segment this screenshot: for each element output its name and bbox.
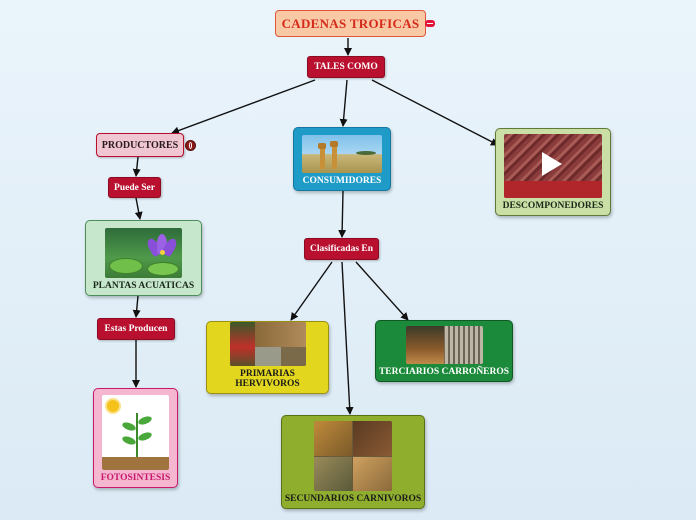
secundarios-carnivoros-label: SECUNDARIOS CARNIVOROS xyxy=(284,494,422,504)
consumidores-label: CONSUMIDORES xyxy=(302,176,382,186)
scavengers-collage-image xyxy=(405,326,483,364)
edge-clasificadas-to-secundarios xyxy=(341,261,354,415)
tales-como-node[interactable]: TALES COMO xyxy=(307,56,385,78)
carnivores-collage-image xyxy=(314,421,392,491)
productores-label: PRODUCTORES xyxy=(101,139,179,151)
terciarios-carroneros-label: TERCIARIOS CARROÑEROS xyxy=(378,367,510,377)
edge-plantas-to-estas xyxy=(132,295,141,318)
secundarios-carnivoros-card[interactable]: SECUNDARIOS CARNIVOROS xyxy=(281,415,425,509)
descomponedores-label: DESCOMPONEDORES xyxy=(502,201,604,211)
collapse-toggle-icon[interactable] xyxy=(425,20,435,27)
puede-ser-node[interactable]: Puede Ser xyxy=(108,177,161,198)
edge-tales-to-productores xyxy=(171,79,316,135)
primarias-hervivoros-card[interactable]: PRIMARIAS HERVIVOROS xyxy=(206,321,329,394)
edge-productores-to-puede xyxy=(132,156,141,177)
photosynthesis-diagram-image xyxy=(102,395,169,470)
clasificadas-en-node[interactable]: Clasificadas En xyxy=(304,238,379,260)
fotosintesis-label: FOTOSINTESIS xyxy=(100,473,171,483)
play-icon[interactable] xyxy=(542,152,562,176)
plantas-acuaticas-card[interactable]: PLANTAS ACUATICAS xyxy=(85,220,202,296)
edge-consumidores-to-clasificadas xyxy=(338,190,347,238)
puede-ser-label: Puede Ser xyxy=(114,182,155,193)
estas-producen-node[interactable]: Estas Producen xyxy=(97,318,175,340)
edge-clasificadas-to-terciarios xyxy=(355,261,409,321)
fotosintesis-card[interactable]: FOTOSINTESIS xyxy=(93,388,178,488)
edge-puede-to-plantas xyxy=(134,197,143,220)
terciarios-carroneros-card[interactable]: TERCIARIOS CARROÑEROS xyxy=(375,320,513,382)
herbivores-collage-image xyxy=(229,322,306,366)
clasificadas-en-label: Clasificadas En xyxy=(309,244,374,254)
worms-video-thumbnail xyxy=(504,134,602,198)
edge-clasificadas-to-primarias xyxy=(290,261,333,321)
tales-como-label: TALES COMO xyxy=(314,62,378,72)
edge-tales-to-descomponedores xyxy=(371,79,499,146)
globe-link-icon[interactable] xyxy=(185,140,196,151)
giraffes-image xyxy=(302,135,382,173)
descomponedores-card[interactable]: DESCOMPONEDORES xyxy=(495,128,611,216)
water-lily-image xyxy=(105,228,182,278)
root-topic[interactable]: CADENAS TROFICAS xyxy=(275,10,426,37)
productores-node[interactable]: PRODUCTORES xyxy=(96,133,184,157)
primarias-hervivoros-label: PRIMARIAS HERVIVOROS xyxy=(235,369,300,389)
sun-icon xyxy=(107,400,119,412)
estas-producen-label: Estas Producen xyxy=(104,324,168,334)
root-topic-label: CADENAS TROFICAS xyxy=(281,15,420,31)
plantas-acuaticas-label: PLANTAS ACUATICAS xyxy=(92,281,195,291)
consumidores-card[interactable]: CONSUMIDORES xyxy=(293,127,391,191)
edge-tales-to-consumidores xyxy=(339,79,348,127)
